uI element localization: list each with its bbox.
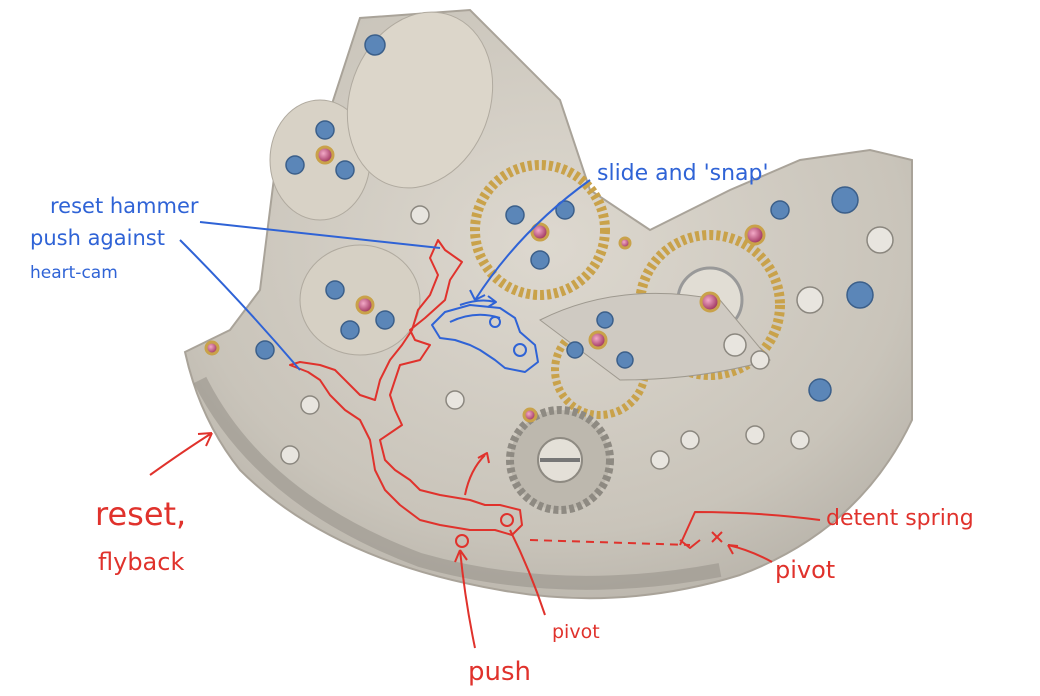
- motion-arrow: [464, 452, 490, 496]
- detent-spring-pointer: [679, 511, 821, 546]
- red-annotations: [149, 239, 821, 649]
- label-slide-snap: slide and 'snap': [597, 161, 769, 186]
- reset-pointer: [149, 432, 213, 476]
- label-pivot-center: pivot: [552, 621, 600, 643]
- heart-cam-outline: [431, 304, 539, 373]
- label-detent-spring: detent spring: [826, 506, 974, 531]
- label-pivot-right: pivot: [775, 556, 835, 584]
- reset-hammer-outline: [289, 239, 523, 536]
- blue-screws: [255, 34, 874, 402]
- pivot-center-mark: [500, 513, 514, 527]
- pivot-center-pointer: [509, 529, 546, 616]
- label-reset-hammer: reset hammer: [50, 194, 199, 218]
- pivot-right-mark: [711, 531, 723, 543]
- watch-movement-photo: [183, 8, 913, 600]
- detent-mark: [679, 539, 701, 549]
- ruby-jewels: [204, 145, 766, 423]
- pivot-right-pointer: [727, 544, 773, 563]
- gold-wheel: [470, 160, 610, 300]
- label-heart-cam: heart-cam: [30, 263, 118, 283]
- reset-hammer-pointer: [199, 221, 441, 249]
- label-push-against: push against: [30, 226, 165, 250]
- label-reset: reset,: [95, 495, 186, 533]
- label-flyback: flyback: [98, 548, 184, 576]
- label-push: push: [468, 657, 531, 687]
- slide-arrow: [459, 295, 497, 308]
- push-against-pointer: [179, 239, 301, 371]
- push-pointer: [454, 549, 476, 649]
- slide-snap-pointer: [469, 179, 591, 301]
- push-point-mark: [455, 534, 469, 548]
- detent-spring-dashed: [529, 539, 691, 546]
- cam-pivot: [513, 343, 527, 357]
- blue-annotations: [179, 179, 591, 373]
- cam-circle: [489, 316, 501, 328]
- steel-screws: [280, 205, 894, 470]
